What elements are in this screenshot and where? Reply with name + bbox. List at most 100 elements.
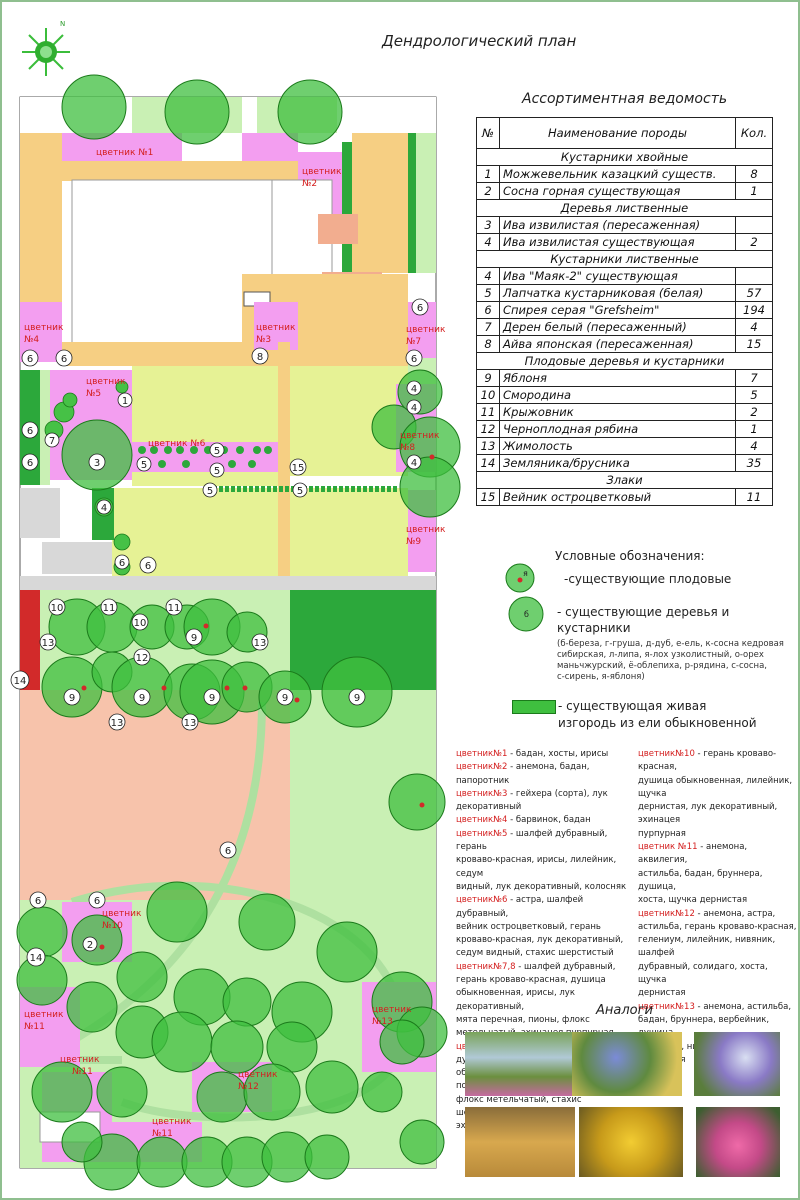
terrace-2: [322, 272, 382, 310]
label-bed-5b: №5: [86, 389, 101, 399]
lawn-right-mid: [408, 358, 436, 384]
cell-name: Ива извилистая (пересаженная): [499, 216, 736, 234]
label-bed-7b: №7: [406, 337, 421, 347]
table-group-row: Кустарники хвойные: [476, 148, 773, 166]
lawn-right-top: [416, 133, 436, 273]
flowerbed-7: [408, 302, 436, 358]
svg-text:4: 4: [411, 458, 417, 469]
cell-name: Спирея серая "Grefsheim": [499, 301, 736, 319]
note-text: - анемона, бадан,: [507, 762, 590, 773]
cell-number: 12: [476, 420, 500, 438]
legend-tree-icon: [508, 596, 544, 632]
note-text: - шалфей дубравный, герань: [456, 828, 608, 853]
trees: [16, 74, 461, 1191]
label-bed-11d: №11: [72, 1067, 93, 1077]
label-bed-11f: №11: [152, 1129, 173, 1139]
svg-text:6: 6: [145, 561, 151, 572]
terrace: [318, 214, 358, 244]
legend-abbr-line: с-сирень, я-яблоня): [557, 672, 645, 682]
label-bed-10a: цветник: [102, 909, 142, 919]
note-text: астильба, бадан, бруннера, душица,: [638, 868, 763, 892]
cell-qty: 2: [735, 403, 773, 421]
label-bed-9b: №9: [406, 537, 421, 547]
label-bed-3a: цветник: [256, 323, 296, 333]
cell-name: Крыжовник: [499, 403, 736, 421]
flowerbed-1b: [242, 133, 298, 161]
path-center: [242, 274, 408, 342]
legend-fruit-marker: я: [523, 569, 528, 578]
note-key: цветник№7,8: [456, 961, 516, 972]
note-line: гелениум, лилейник, нивяник, шалфей: [638, 934, 798, 961]
flowerbed-11: [20, 987, 80, 1067]
label-bed-8b: №8: [400, 443, 415, 453]
legend-hedge-swatch: [512, 700, 556, 714]
flowerbed-1: [62, 133, 182, 161]
note-line: цветник №11 - анемона, аквилегия,: [638, 841, 798, 868]
label-bed-11b: №11: [24, 1022, 45, 1032]
analog-photo-6: [696, 1107, 780, 1177]
page-title: Дендрологический план: [382, 32, 577, 50]
note-text: декоративный: [456, 802, 522, 813]
note-text: кроваво-красная, ирисы, лилейник, седум: [456, 855, 617, 879]
cell-name: Вейник остроцветковый: [499, 488, 736, 506]
paving-left: [20, 488, 60, 538]
note-line: цветник№7,8 - шалфей дубравный,: [456, 961, 636, 974]
note-line: дернистая, лук декоративный, эхинацея: [638, 801, 798, 828]
cell-name: Земляника/брусника: [499, 454, 736, 472]
lawn-top-green-2: [257, 97, 337, 133]
note-text: - анемона, астра,: [694, 908, 776, 919]
orchard-area: [20, 690, 290, 900]
label-bed-6: цветник №6: [148, 439, 206, 449]
cell-qty: 57: [735, 284, 773, 302]
svg-text:6: 6: [94, 896, 100, 907]
note-text: - герань кроваво-красная,: [638, 749, 777, 773]
note-line: цветник№13 - анемона, астильба,: [638, 1001, 798, 1014]
note-line: седум видный, стахис шерстистый: [456, 947, 636, 960]
cell-name: Айва японская (пересаженная): [499, 335, 736, 353]
path-left: [20, 133, 62, 360]
label-bed-4a: цветник: [24, 323, 64, 333]
flowerbed-3: [254, 302, 298, 350]
label-bed-10b: №10: [102, 921, 123, 931]
flowerbed-9: [408, 490, 436, 572]
group-heading: Кустарники хвойные: [476, 148, 773, 166]
cell-qty: 2: [735, 233, 773, 251]
lawn-center-3: [112, 488, 278, 576]
hedge-left-2: [92, 488, 114, 540]
svg-text:6: 6: [61, 354, 67, 365]
cell-qty: 1: [735, 420, 773, 438]
stairs: [243, 291, 271, 307]
analog-photo-3: [694, 1032, 780, 1096]
notes-right: цветник№10 - герань кроваво-красная,души…: [638, 748, 798, 1067]
cell-number: 11: [476, 403, 500, 421]
table-group-row: Плодовые деревья и кустарники: [476, 352, 773, 370]
label-bed-11c: цветник: [60, 1055, 100, 1065]
cell-number: 7: [476, 318, 500, 336]
note-line: цветник№2 - анемона, бадан,: [456, 761, 636, 774]
cell-name: Ива извилистая существующая: [499, 233, 736, 251]
flowerbed-11b: [42, 1072, 112, 1162]
lawn-right-orchard: [290, 690, 436, 900]
legend-trees-text-2: кустарники: [557, 621, 631, 635]
paving-road: [20, 576, 436, 590]
group-heading: Плодовые деревья и кустарники: [476, 352, 773, 370]
note-line: кроваво-красная, лук декоративный,: [456, 934, 636, 947]
col-header-name: Наименование породы: [499, 117, 736, 149]
cell-number: 13: [476, 437, 500, 455]
cell-qty: [735, 267, 773, 285]
note-text: обыкновенная, ирисы, лук декоративный,: [456, 988, 575, 1012]
lawn-top-green: [132, 97, 242, 133]
note-line: папоротник: [456, 775, 636, 788]
lawn-center: [132, 366, 278, 486]
cell-name: Черноплодная рябина: [499, 420, 736, 438]
note-line: герань кроваво-красная, душица: [456, 974, 636, 987]
svg-text:13: 13: [111, 718, 124, 729]
lawn-orchard: [40, 590, 290, 690]
note-line: цветник№5 - шалфей дубравный, герань: [456, 828, 636, 855]
svg-text:6: 6: [225, 846, 231, 857]
flowerbed-6-plants: [138, 446, 272, 468]
